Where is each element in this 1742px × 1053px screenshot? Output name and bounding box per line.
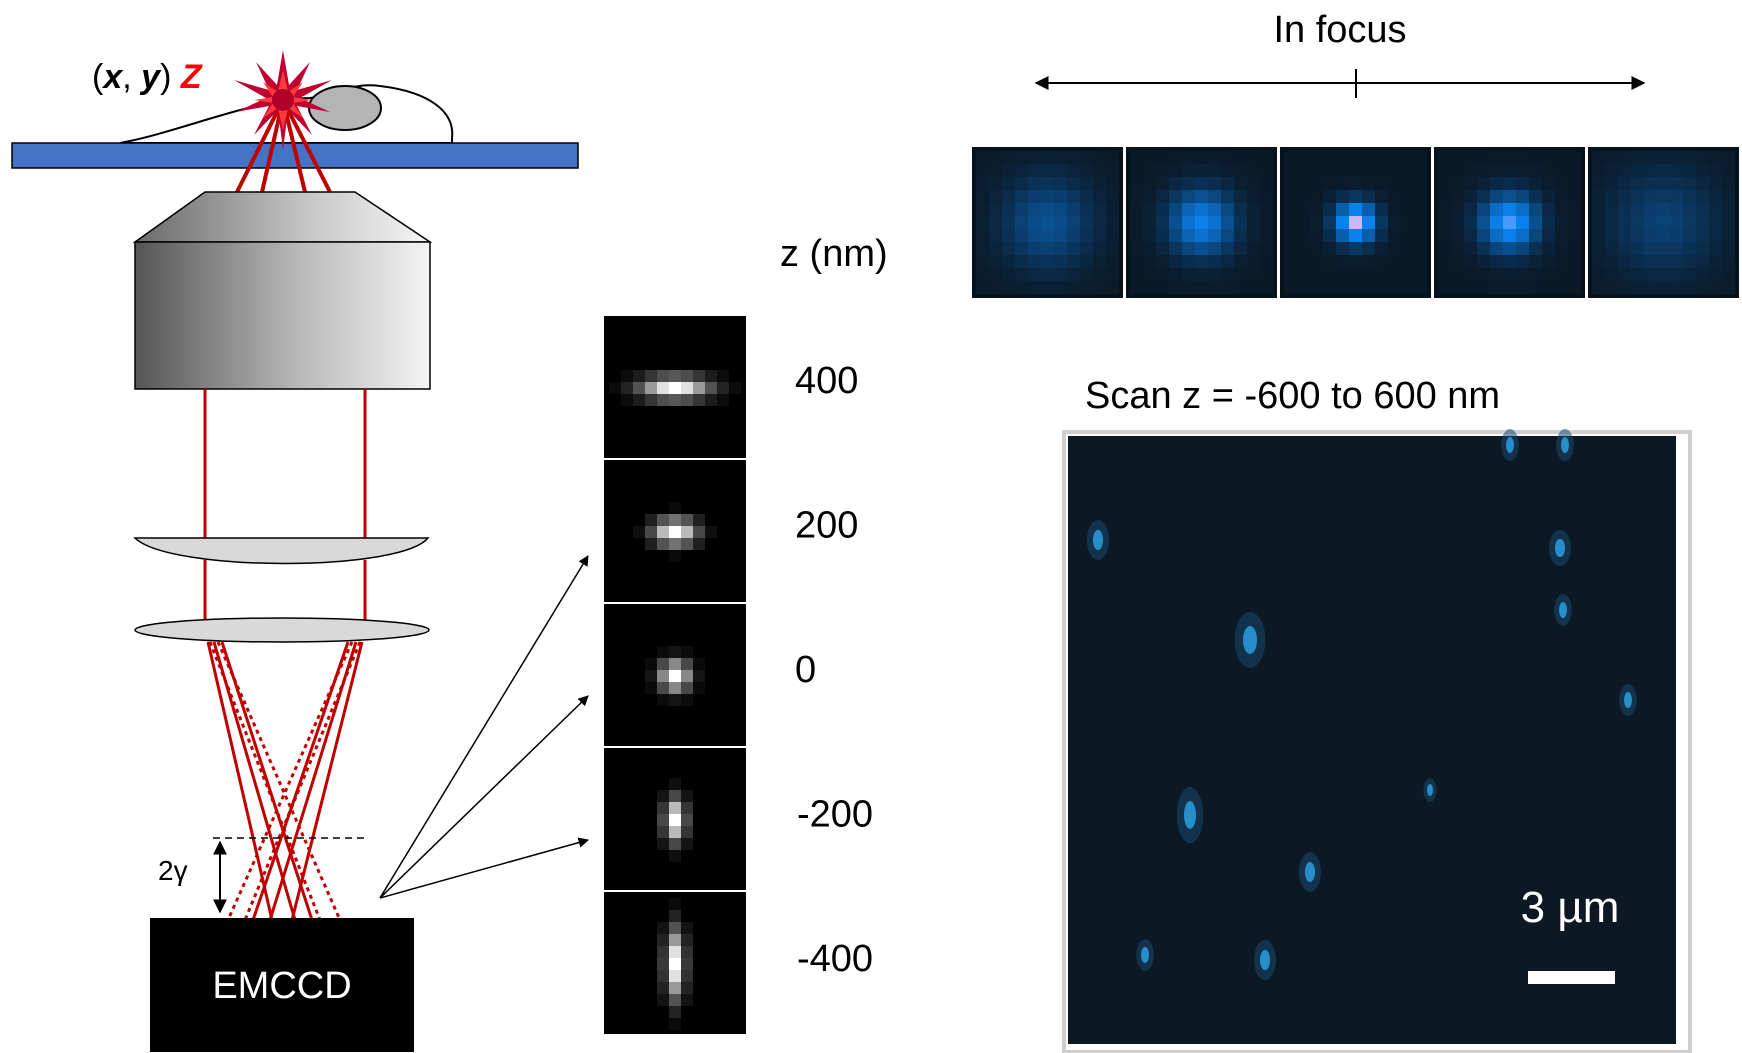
psf-image-0 [604,604,746,748]
scan-spot [1561,437,1569,453]
scan-spot [1243,626,1257,654]
fluorophore-starburst [234,50,332,150]
scan-spot [1559,602,1567,618]
psf-image--200 [604,748,746,892]
psf-image-200 [604,460,746,604]
scan-spot [1427,784,1433,796]
collimated-beam [203,389,367,630]
emccd-label: EMCCD [212,965,351,1007]
psf-calibration-panel: z (nm) 400 200 0 -200 -400 [604,233,888,1036]
tube-lens [134,617,430,643]
focus-panel: In focus [972,9,1739,298]
scan-spot [1555,539,1565,557]
scan-spot [1141,947,1149,963]
objective-lens [132,191,433,390]
scan-label: Scan z = -600 to 600 nm [1085,375,1500,417]
psf-image-400 [604,316,746,460]
focusing-beams [206,641,364,921]
focus-frame-3 [1280,147,1431,298]
scan-panel: Scan z = -600 to 600 nm 3 µm [1062,375,1692,1053]
coordinate-label: (x, y) Z [92,58,203,96]
scan-spot [1184,801,1196,829]
scale-bar-label: 3 µm [1521,883,1620,932]
z-value--400: -400 [797,938,873,980]
scan-spots [1087,429,1637,980]
focus-series-strip [972,147,1739,298]
z-value-400: 400 [795,360,858,402]
scan-spot [1305,862,1315,882]
cylindrical-lens [133,537,430,565]
scan-image [1068,436,1676,1044]
microscope-schematic: (x, y) Z 2γ EMCCD [11,50,590,1052]
psf-stack [604,316,746,1036]
scan-spot [1624,692,1632,708]
z-value--200: -200 [797,794,873,836]
scale-bar [1528,971,1615,984]
z-value-0: 0 [795,649,816,691]
focus-frame-4 [1434,147,1585,298]
z-axis-label: z (nm) [780,233,888,275]
focus-frame-2 [1126,147,1277,298]
scan-spot [1260,950,1270,970]
mapping-arrows [379,555,590,899]
z-value-labels: 400 200 0 -200 -400 [795,360,873,980]
focus-frame-1 [972,147,1123,298]
in-focus-label: In focus [1273,9,1406,51]
focusing-beams-dotted [208,641,362,921]
scan-spot [1506,437,1514,453]
gamma-label: 2γ [158,855,188,886]
z-value-200: 200 [795,505,858,547]
psf-image--400 [604,892,746,1036]
focus-frame-5 [1588,147,1739,298]
scan-spot [1093,530,1103,550]
emccd-camera [150,918,414,1052]
